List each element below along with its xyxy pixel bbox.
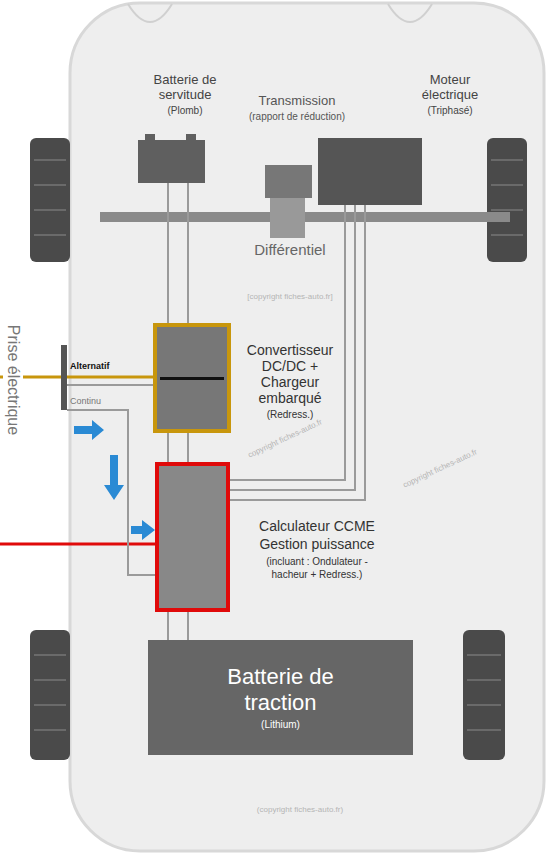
node-subtitle: (Triphasé) xyxy=(405,104,495,117)
flow-arrow xyxy=(74,420,104,440)
node-subtitle: (rapport de réduction) xyxy=(232,110,362,123)
label-block: Différentiel xyxy=(235,241,345,259)
label-holder: [copyright fiches-auto.fr] xyxy=(240,292,340,301)
node-title: Batterie de traction xyxy=(191,664,371,716)
label-block: Moteur électrique (Triphasé) xyxy=(405,72,495,117)
label-holder: (copyright fiches-auto.fr) xyxy=(240,805,360,814)
lead-battery: Batterie de servitude(Plomb) xyxy=(138,140,205,183)
wire xyxy=(67,384,153,386)
label-holder: Continu xyxy=(70,396,101,406)
node-title: Transmission xyxy=(232,93,362,108)
node-subtitle: (incluant : Ondulateur - hacheur + Redre… xyxy=(263,555,371,581)
traction-battery: Batterie de traction (Lithium) xyxy=(148,640,413,755)
axle xyxy=(100,212,510,222)
node-title: Moteur électrique xyxy=(405,72,495,102)
wheel xyxy=(30,138,70,262)
watermark: copyright fiches-auto.fr xyxy=(393,443,487,493)
car-body xyxy=(70,3,544,851)
label-block: Prise électrique xyxy=(3,290,23,470)
node-title: Batterie de servitude xyxy=(140,72,230,102)
wire xyxy=(168,183,188,323)
label-block: Batterie de traction (Lithium) xyxy=(148,640,413,755)
label-block: Calculateur CCME Gestion puissance(inclu… xyxy=(242,517,392,581)
dc-dc-converter: Convertisseur DC/DC + Chargeur embarqué(… xyxy=(153,323,231,433)
watermark: copyright fiches-auto.fr xyxy=(238,413,332,463)
wheel xyxy=(30,630,70,760)
label-block: Transmission (rapport de réduction) xyxy=(232,93,362,123)
leader-line xyxy=(0,543,155,546)
node-title: Convertisseur DC/DC + Chargeur embarqué xyxy=(240,342,340,406)
label-block: Convertisseur DC/DC + Chargeur embarqué (… xyxy=(240,342,340,421)
label-holder: Alternatif xyxy=(70,361,110,371)
node-subtitle: (Lithium) xyxy=(261,718,300,731)
headlight xyxy=(388,4,432,22)
wire xyxy=(168,612,188,640)
node-title: Différentiel xyxy=(235,241,345,259)
wire xyxy=(168,433,188,462)
charging-socket: Prise électrique xyxy=(61,345,67,410)
label-block: Batterie de servitude (Plomb) xyxy=(140,72,230,117)
signal-name: Alternatif xyxy=(70,361,110,371)
wire xyxy=(230,205,365,500)
wheel xyxy=(487,138,527,262)
headlight xyxy=(128,4,172,22)
divider-line xyxy=(160,377,224,380)
node-subtitle: (Plomb) xyxy=(140,104,230,117)
signal-name: Continu xyxy=(70,396,101,406)
differential: Différentiel xyxy=(270,198,305,238)
node-subtitle: (Redress.) xyxy=(240,408,340,421)
node-title: Calculateur CCME Gestion puissance xyxy=(242,517,392,553)
electric-motor: Moteur électrique(Triphasé) xyxy=(318,138,422,205)
wire xyxy=(67,410,155,575)
wheel xyxy=(463,630,505,760)
power-controller: Calculateur CCME Gestion puissance(inclu… xyxy=(155,462,230,612)
gearbox: Transmission(rapport de réduction) xyxy=(265,165,312,198)
node-title: Prise électrique xyxy=(3,322,23,438)
label-holder: copyright fiches-auto.fr xyxy=(238,413,332,463)
watermark: (copyright fiches-auto.fr) xyxy=(240,805,360,814)
label-holder: copyright fiches-auto.fr xyxy=(393,443,487,493)
flow-arrow xyxy=(131,520,155,540)
flow-arrow xyxy=(104,455,124,500)
watermark: [copyright fiches-auto.fr] xyxy=(240,292,340,301)
